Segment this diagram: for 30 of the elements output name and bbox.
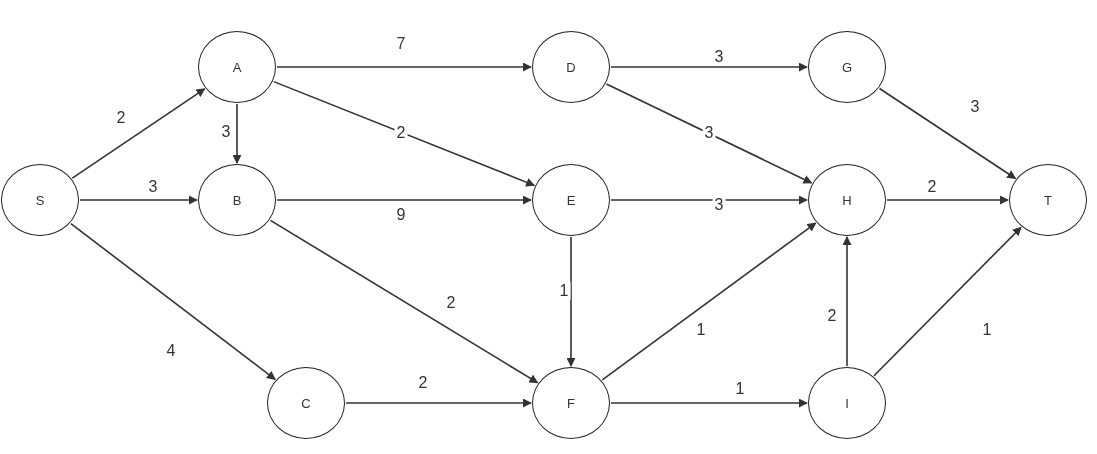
arrow xyxy=(71,88,206,179)
arrow xyxy=(610,195,808,205)
arrow xyxy=(873,226,1022,377)
arrow xyxy=(610,398,808,408)
node-label: G xyxy=(841,59,853,75)
node-label: D xyxy=(566,59,576,75)
arrow xyxy=(878,87,1017,180)
arrow xyxy=(269,219,539,384)
arrow xyxy=(79,195,198,205)
node-label: H xyxy=(842,192,852,208)
node-label: T xyxy=(1044,192,1052,208)
arrow xyxy=(345,398,532,408)
node-label: S xyxy=(35,192,45,208)
arrow xyxy=(276,195,532,205)
arrow xyxy=(272,80,536,187)
arrow xyxy=(886,195,1009,205)
node-label: E xyxy=(566,192,576,208)
arrow xyxy=(842,236,852,367)
arrow xyxy=(605,83,813,184)
node-label: I xyxy=(845,395,849,411)
arrow xyxy=(70,222,276,381)
arrow xyxy=(276,62,532,72)
node-label: F xyxy=(567,395,575,411)
arrow xyxy=(566,236,576,367)
node-label: A xyxy=(232,59,242,75)
node-label: B xyxy=(232,192,242,208)
node-label: C xyxy=(301,395,311,411)
arrow xyxy=(610,62,808,72)
arrow xyxy=(601,222,817,381)
arrow xyxy=(232,103,242,164)
